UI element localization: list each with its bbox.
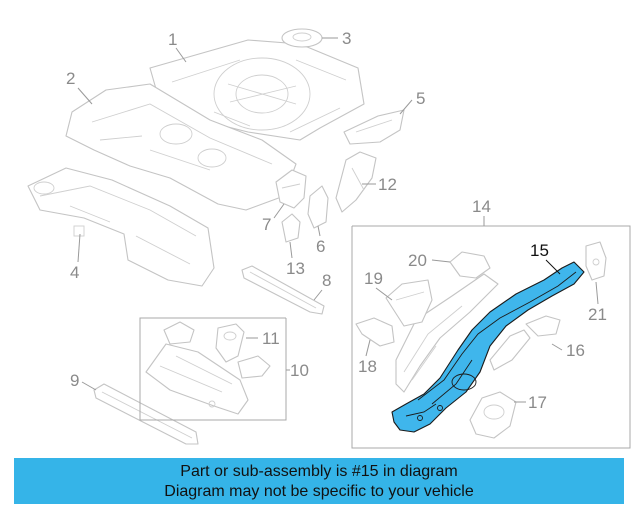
part-7-gusset[interactable] [275,169,307,209]
callout-18: 18 [358,357,377,376]
callout-3: 3 [342,29,351,48]
callout-16: 16 [566,341,585,360]
leader-4 [77,233,81,263]
info-banner: Part or sub-assembly is #15 in diagram D… [14,458,624,504]
part-21-plate[interactable] [585,241,607,281]
part-11-mount[interactable] [215,323,245,363]
part-18-bracket[interactable] [355,317,395,347]
part-13-bracket[interactable] [281,213,301,243]
leader-7 [273,203,285,219]
leader-9 [81,381,97,391]
part-5-bracket[interactable] [343,109,405,145]
callout-17: 17 [528,393,547,412]
leader-13 [289,241,293,259]
part-20-bracket[interactable] [449,251,491,279]
leader-6 [317,225,321,237]
part-8-rail[interactable] [241,265,325,315]
part-4-front-floor[interactable] [27,167,215,287]
callout-9: 9 [70,371,79,390]
callout-11: 11 [262,329,280,348]
callout-12: 12 [378,175,397,194]
leader-5 [399,99,413,115]
part-10-bracket-a[interactable] [163,321,195,345]
part-14-side-member-assembly[interactable] [395,273,499,393]
leader-15 [545,259,561,275]
callout-4: 4 [70,263,79,282]
callout-7: 7 [262,215,271,234]
callout-2: 2 [66,69,75,88]
callout-8: 8 [322,271,331,290]
parts-diagram: 1 2 3 4 5 6 7 [27,28,631,449]
callout-19: 19 [364,269,383,288]
part-19-panel[interactable] [385,279,433,327]
part-2-floor-crossmember[interactable] [65,83,297,211]
banner-line-2: Diagram may not be specific to your vehi… [164,483,474,500]
leader-2 [77,87,93,105]
leader-8 [313,289,323,301]
leader-21 [595,281,599,305]
callout-15: 15 [530,241,549,260]
callout-20: 20 [408,251,427,270]
callout-14: 14 [472,197,491,216]
callout-10: 10 [290,361,309,380]
part-10-bracket-b[interactable] [237,355,271,379]
callout-6: 6 [316,237,325,256]
part-16-reinforcement[interactable] [489,315,561,371]
leader-16 [551,343,563,351]
callout-13: 13 [286,259,305,278]
part-17-cover[interactable] [469,391,517,439]
group-box-14 [351,225,631,449]
part-12-pillar[interactable] [335,151,377,213]
leader-20 [431,259,451,263]
part-3-plug[interactable] [281,28,323,48]
leader-18 [365,339,371,357]
part-6-small-bracket[interactable] [307,185,329,229]
callout-21: 21 [588,305,607,324]
banner-line-1: Part or sub-assembly is #15 in diagram [180,463,458,480]
callout-5: 5 [416,89,425,108]
part-9-sill-strip[interactable] [93,383,199,445]
leader-19 [375,287,393,301]
callout-1: 1 [168,30,177,49]
leader-1 [175,47,187,63]
part-15-rear-side-member[interactable] [391,261,585,433]
part-10-floor-reinforcement[interactable] [145,343,249,415]
group-box-10 [139,317,287,421]
